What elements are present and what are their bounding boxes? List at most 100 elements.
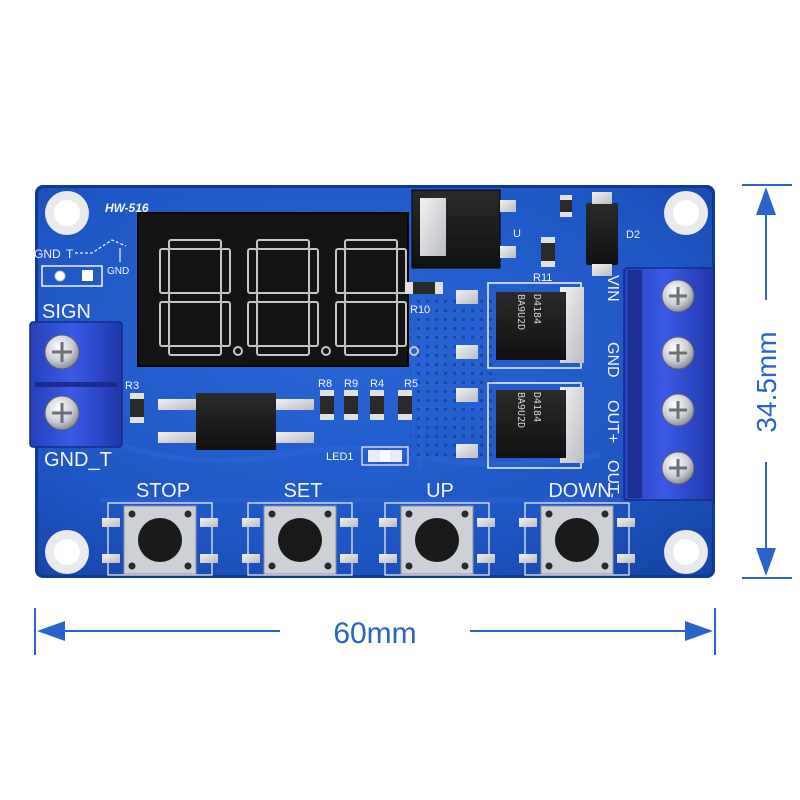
- button-label: DOWN: [548, 480, 611, 502]
- height-dimension: 34.5mm: [742, 184, 792, 579]
- mounting-hole: [664, 530, 708, 574]
- screw-terminal: [661, 336, 695, 370]
- display-segment: [159, 301, 170, 347]
- button-cap: [278, 518, 322, 562]
- header-gnd-label: GND: [34, 247, 61, 261]
- mosfet-1-marking-line2: BA9U2D: [515, 294, 526, 330]
- mosfet-1: D4184 BA9U2D: [456, 282, 584, 369]
- terminal-gnd-t-label: GND_T: [44, 449, 112, 471]
- display-digit: [247, 239, 331, 356]
- screw-terminal: [661, 279, 695, 313]
- output-terminal-label: GND: [604, 342, 621, 378]
- display-digit: [159, 239, 243, 356]
- display-digit: [335, 239, 419, 356]
- display-segment: [247, 301, 258, 347]
- output-terminal-label: OUT-: [604, 460, 621, 498]
- display-segment: [220, 301, 231, 347]
- voltage-regulator: U: [411, 189, 521, 269]
- seven-segment-display: [137, 212, 419, 367]
- ref-r10: R10: [410, 304, 430, 316]
- push-buttons: STOP SET UP DOWN: [102, 480, 635, 576]
- input-terminal-block: SIGN GND_T: [29, 301, 123, 471]
- diode-d2: D2: [586, 192, 640, 276]
- smd-resistor-r8: R8: [318, 378, 334, 420]
- mosfet-2-marking-line2: BA9U2D: [515, 392, 526, 428]
- display-segment: [159, 248, 170, 294]
- output-terminal-block: VIN GND OUT+ OUT-: [604, 267, 715, 501]
- button-cap: [138, 518, 182, 562]
- button-label: STOP: [136, 480, 190, 502]
- button-cap: [415, 518, 459, 562]
- terminal-sign-label: SIGN: [42, 301, 91, 323]
- display-segment: [168, 345, 222, 356]
- mounting-hole: [45, 191, 89, 235]
- width-dimension: 60mm: [34, 608, 716, 655]
- mounting-hole: [45, 530, 89, 574]
- smd-capacitor: [560, 195, 572, 217]
- push-button-set[interactable]: SET: [242, 480, 358, 576]
- smd-resistor-r10: R10: [405, 282, 443, 316]
- display-segment: [344, 239, 398, 250]
- screw-terminal: [44, 334, 80, 370]
- ref-r5: R5: [404, 378, 418, 390]
- signal-header: GND T GND: [34, 239, 129, 287]
- optocoupler: [158, 393, 314, 450]
- smd-resistor-r4: R4: [370, 378, 384, 420]
- mosfet-1-marking-line1: D4184: [531, 294, 542, 324]
- smd-resistor-r5: R5: [398, 378, 418, 420]
- led1: LED1: [326, 446, 409, 466]
- button-label: UP: [426, 480, 454, 502]
- ref-r8: R8: [318, 378, 332, 390]
- screw-terminal: [661, 451, 695, 485]
- ref-r11: R11: [533, 272, 552, 284]
- display-segment: [308, 301, 319, 347]
- mounting-hole: [664, 191, 708, 235]
- ref-u: U: [513, 228, 521, 240]
- ref-d2: D2: [626, 229, 640, 241]
- display-segment: [344, 292, 398, 303]
- smd-resistor-r11: R11: [533, 237, 555, 284]
- button-cap: [555, 518, 599, 562]
- display-segment: [220, 248, 231, 294]
- display-segment: [335, 248, 346, 294]
- display-digits: [159, 239, 419, 356]
- output-terminal-labels: VIN GND OUT+ OUT-: [604, 275, 621, 498]
- ref-r3: R3: [125, 380, 139, 392]
- header-pin: [54, 270, 66, 282]
- display-segment: [247, 248, 258, 294]
- ref-r4: R4: [370, 378, 384, 390]
- display-segment: [344, 345, 398, 356]
- display-segment: [396, 248, 407, 294]
- output-terminal-label: VIN: [604, 275, 621, 302]
- display-segment: [256, 239, 310, 250]
- output-terminal-label: OUT+: [604, 400, 621, 443]
- display-segment: [396, 301, 407, 347]
- ref-led1: LED1: [326, 451, 354, 463]
- display-segment: [168, 292, 222, 303]
- display-decimal-point: [233, 346, 243, 356]
- header-gnd-side-label: GND: [107, 266, 129, 277]
- ref-r9: R9: [344, 378, 358, 390]
- display-segment: [168, 239, 222, 250]
- smd-resistor-r3: R3: [125, 380, 144, 423]
- header-t-label: T: [66, 247, 74, 261]
- push-button-up[interactable]: UP: [379, 480, 495, 576]
- screw-terminal: [44, 395, 80, 431]
- push-button-stop[interactable]: STOP: [102, 480, 218, 576]
- smd-resistor-r9: R9: [344, 378, 358, 420]
- model-label: HW-516: [105, 201, 149, 215]
- display-decimal-point: [321, 346, 331, 356]
- display-segment: [308, 248, 319, 294]
- push-button-down[interactable]: DOWN: [519, 480, 635, 576]
- screw-terminal: [661, 393, 695, 427]
- width-label: 60mm: [333, 617, 416, 650]
- display-segment: [256, 345, 310, 356]
- display-decimal-point: [409, 346, 419, 356]
- header-pin: [82, 270, 93, 281]
- mosfet-2-marking-line1: D4184: [531, 392, 542, 422]
- mounting-holes: [45, 191, 708, 574]
- height-label: 34.5mm: [751, 331, 782, 432]
- button-label: SET: [284, 480, 323, 502]
- display-segment: [335, 301, 346, 347]
